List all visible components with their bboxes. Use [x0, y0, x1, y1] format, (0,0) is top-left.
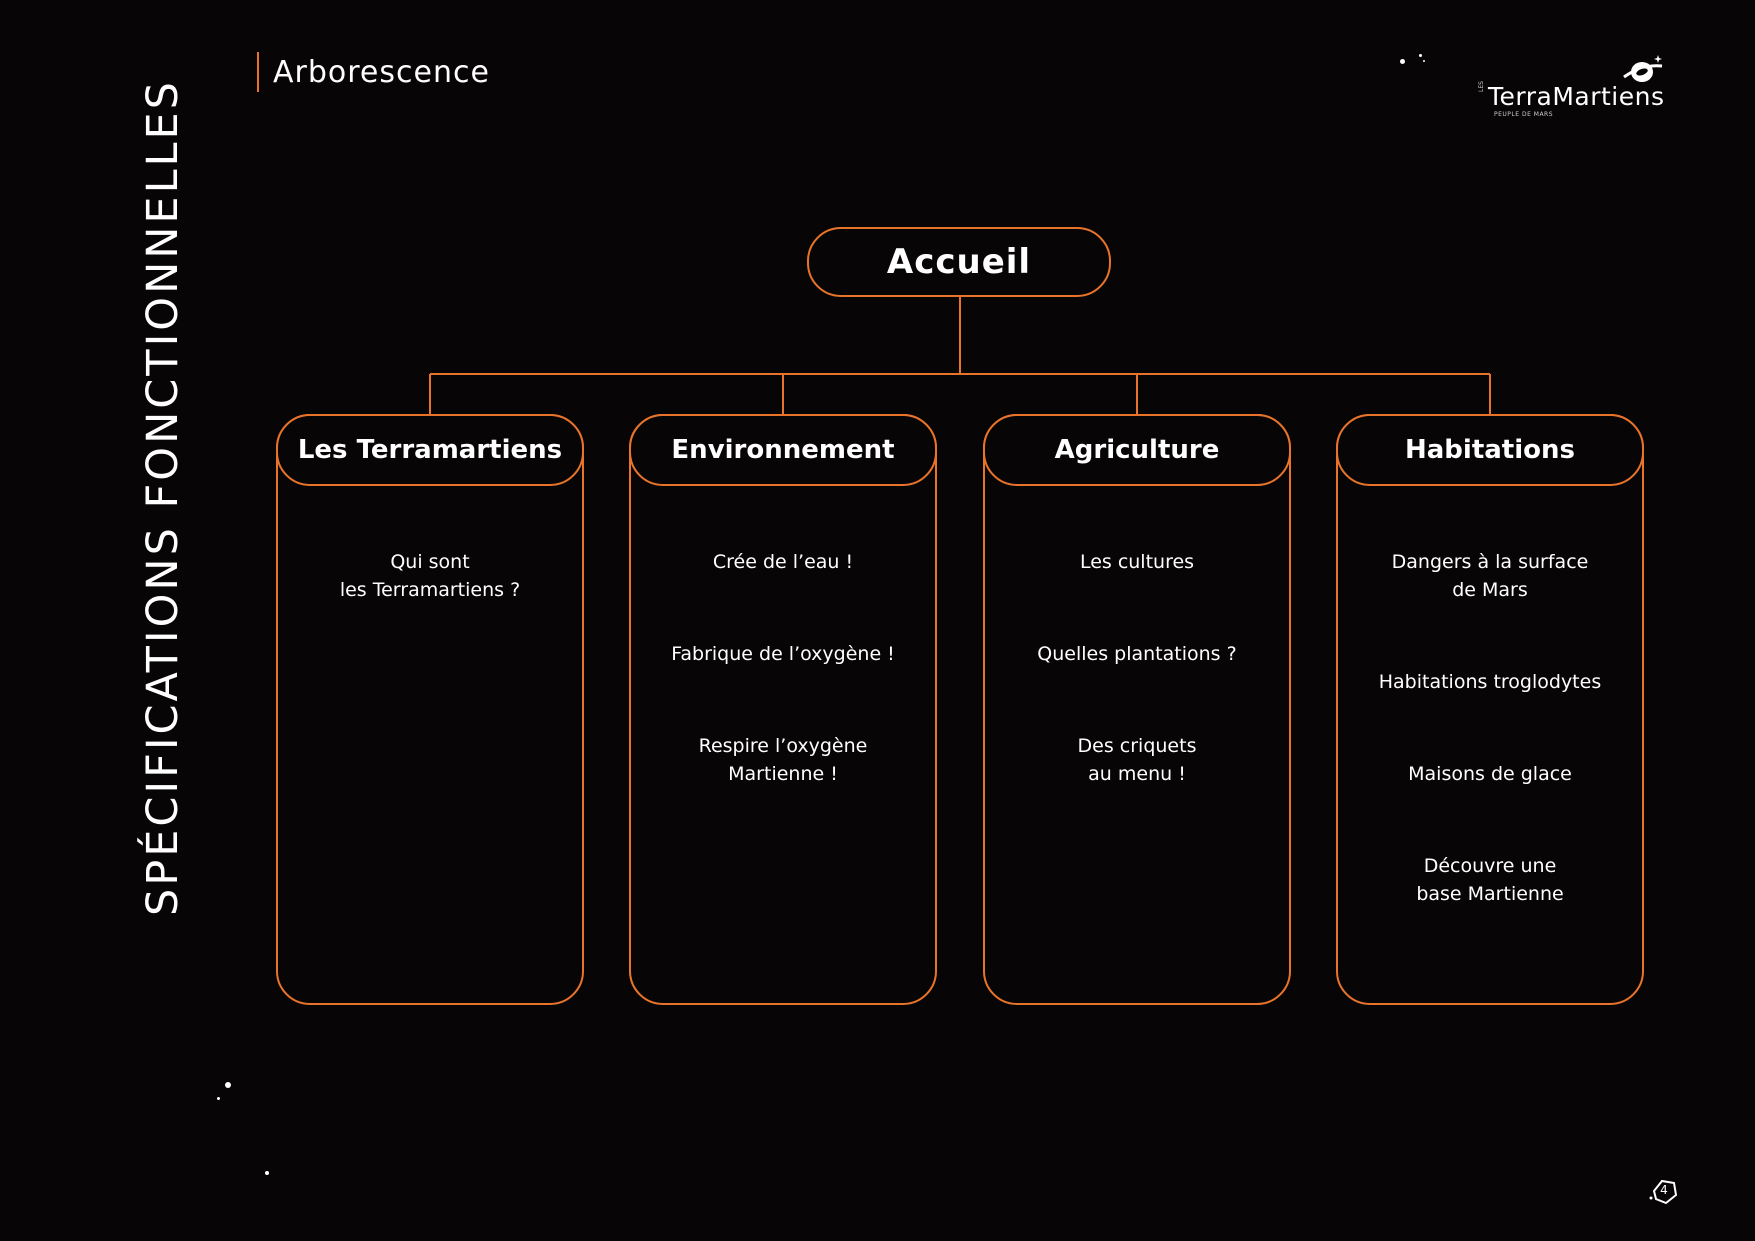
branch-item: Fabrique de l’oxygène !	[671, 643, 895, 665]
logo-tagline: PEUPLE DE MARS	[1494, 111, 1554, 118]
branch-column: Les Terramartiens Qui sont les Terramart…	[276, 414, 584, 1005]
branch-header: Agriculture	[983, 414, 1291, 486]
brand-logo: LES TerraMartiens PEUPLE DE MARS	[1478, 52, 1703, 122]
branch-header: Habitations	[1336, 414, 1644, 486]
branch-item: Dangers à la surface de Mars	[1391, 551, 1589, 601]
star-dot	[265, 1171, 269, 1175]
branch-item: Quelles plantations ?	[1037, 643, 1237, 665]
star-dot	[225, 1082, 231, 1088]
branch-item: Découvre une base Martienne	[1416, 855, 1564, 905]
root-node: Accueil	[807, 227, 1111, 297]
page-number: 4	[1660, 1183, 1668, 1197]
branch-column: Agriculture Les cultures Quelles plantat…	[983, 414, 1291, 1005]
branch-header: Les Terramartiens	[276, 414, 584, 486]
star-dot	[217, 1097, 220, 1100]
planet-badge-icon	[1649, 1179, 1678, 1205]
branch-item: Crée de l’eau !	[712, 551, 854, 573]
star-dot	[1423, 60, 1425, 62]
branch-item: Respire l’oxygène Martienne !	[698, 735, 868, 785]
branch-title: Agriculture	[1054, 435, 1220, 465]
branch-item: Les cultures	[1079, 551, 1195, 573]
section-title: Arborescence	[273, 54, 490, 90]
planet-icon	[1623, 55, 1663, 82]
branch-title: Habitations	[1405, 435, 1575, 465]
logo-name: TerraMartiens	[1488, 82, 1665, 111]
branch-header: Environnement	[629, 414, 937, 486]
page-number-badge: 4	[1648, 1175, 1680, 1207]
star-dot	[1400, 59, 1405, 64]
branch-item: Qui sont les Terramartiens ?	[339, 551, 521, 601]
star-dot	[1419, 54, 1422, 57]
branch-title: Environnement	[671, 435, 895, 465]
branch-item: Habitations troglodytes	[1378, 671, 1602, 693]
section-header: Arborescence	[257, 52, 490, 92]
root-node-label: Accueil	[886, 242, 1032, 282]
branch-column: Environnement Crée de l’eau ! Fabrique d…	[629, 414, 937, 1005]
branch-column: Habitations Dangers à la surface de Mars…	[1336, 414, 1644, 1005]
branch-item: Des criquets au menu !	[1077, 735, 1197, 785]
branch-title: Les Terramartiens	[297, 435, 563, 465]
branch-item: Maisons de glace	[1408, 763, 1572, 785]
